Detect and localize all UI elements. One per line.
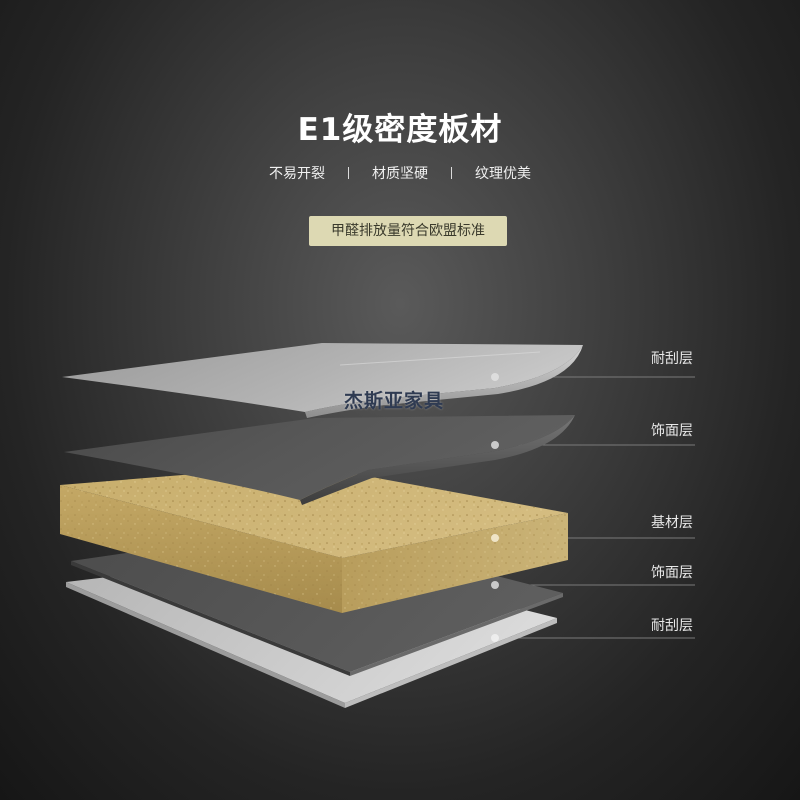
feature-separator xyxy=(348,167,349,179)
page-title: E1级密度板材 xyxy=(297,112,503,148)
layer-marker-dot xyxy=(491,373,499,381)
layer-marker-dot xyxy=(491,634,499,642)
brand-watermark: 杰斯亚家具 xyxy=(344,390,445,412)
layer-label-top-wear: 耐刮层 xyxy=(651,351,693,367)
layer-marker-dot xyxy=(491,581,499,589)
layer-label-bottom-decor: 饰面层 xyxy=(651,565,693,581)
core-board-layer xyxy=(60,465,568,613)
top-wear-layer xyxy=(62,343,583,418)
layer-marker-dot xyxy=(491,534,499,542)
feature-item: 纹理优美 xyxy=(475,166,531,182)
feature-list: 不易开裂 材质坚硬 纹理优美 xyxy=(0,163,800,183)
feature-item: 材质坚硬 xyxy=(372,166,428,182)
layer-markers xyxy=(491,373,499,642)
feature-separator xyxy=(451,167,452,179)
emission-standard-badge: 甲醛排放量符合欧盟标准 xyxy=(309,216,507,246)
top-decor-layer xyxy=(64,415,575,505)
layer-label-core: 基材层 xyxy=(651,515,693,531)
layer-marker-dot xyxy=(491,441,499,449)
layer-label-bottom-wear: 耐刮层 xyxy=(651,618,693,634)
layer-label-top-decor: 饰面层 xyxy=(651,423,693,439)
feature-item: 不易开裂 xyxy=(269,166,325,182)
